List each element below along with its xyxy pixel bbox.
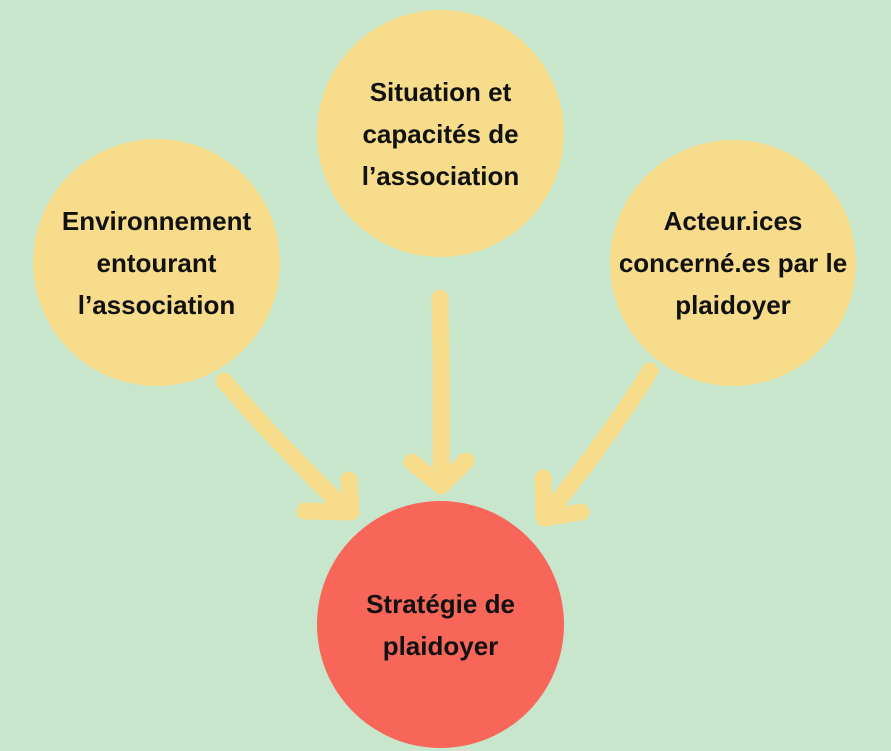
arrow-right-head bbox=[534, 469, 590, 527]
arrow-top-head bbox=[403, 452, 475, 495]
node-environnement: Environnement entourant l’association bbox=[33, 139, 280, 386]
arrow-right-shaft bbox=[536, 362, 659, 526]
arrow-top-shaft bbox=[431, 289, 450, 493]
node-acteurices: Acteur.ices concerné.es par le plaidoyer bbox=[610, 140, 856, 386]
arrow-top-to-center bbox=[403, 289, 475, 495]
arrow-right-to-center bbox=[534, 362, 659, 527]
node-label-acteurices: Acteur.ices concerné.es par le plaidoyer bbox=[618, 206, 848, 320]
node-strategie-plaidoyer: Stratégie de plaidoyer bbox=[317, 501, 564, 748]
node-situation-capacites: Situation et capacités de l’association bbox=[317, 10, 564, 257]
node-label-environnement: Environnement entourant l’association bbox=[61, 205, 252, 320]
node-label-situation-capacites: Situation et capacités de l’association bbox=[361, 76, 520, 191]
arrow-left-to-center bbox=[215, 372, 360, 521]
arrow-left-head bbox=[296, 471, 360, 521]
arrow-left-shaft bbox=[215, 372, 357, 521]
node-label-strategie-plaidoyer: Stratégie de plaidoyer bbox=[366, 588, 515, 661]
